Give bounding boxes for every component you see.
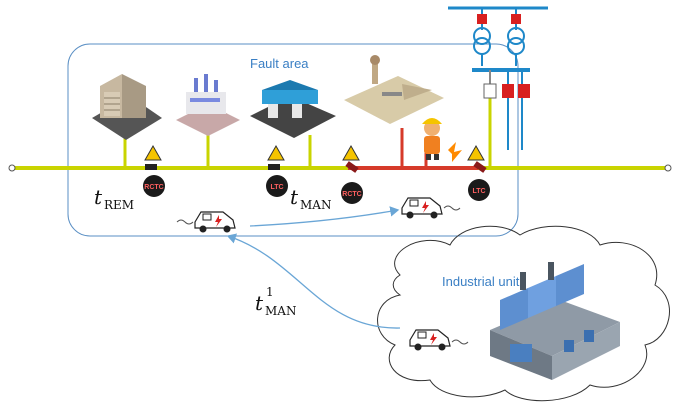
airport-icon — [344, 55, 444, 124]
svg-text:MAN: MAN — [300, 198, 331, 212]
gas-station-icon — [250, 80, 336, 138]
fault-spark-icon — [448, 142, 462, 162]
svg-text:1: 1 — [266, 285, 274, 299]
fault-area-label: Fault area — [250, 56, 309, 71]
svg-text:REM: REM — [104, 198, 134, 212]
car-icon — [401, 197, 461, 219]
badge-ltc-mid: LTC — [266, 175, 288, 197]
building-icon — [92, 74, 162, 140]
svg-text:MAN: MAN — [265, 304, 296, 318]
t-rem-label: t REM — [94, 185, 134, 212]
svg-text:t: t — [290, 185, 299, 209]
svg-text:LTC: LTC — [270, 184, 283, 191]
badge-rctc-right: RCTC — [341, 182, 363, 204]
substation-icon — [448, 6, 548, 30]
car-icon — [409, 329, 469, 351]
car-icon — [176, 211, 236, 233]
factory-icon — [176, 74, 240, 136]
industrial-unit-cloud — [377, 225, 670, 402]
worker-icon — [422, 118, 442, 160]
travel-arrow-from-industrial — [226, 233, 401, 329]
warning-icon — [144, 144, 485, 161]
svg-text:RCTC: RCTC — [342, 191, 361, 198]
industrial-unit-label: Industrial unit — [442, 274, 520, 289]
switch-marker — [145, 161, 487, 173]
travel-arrow-to-fault — [249, 206, 400, 227]
badge-ltc-right: LTC — [468, 179, 490, 201]
t-man-label: t MAN — [290, 185, 331, 212]
svg-text:t: t — [94, 185, 103, 209]
svg-text:RCTC: RCTC — [144, 184, 163, 191]
svg-text:t: t — [255, 291, 264, 315]
substation-busbar — [472, 54, 530, 150]
transformer-icon — [473, 27, 525, 55]
t-man1-label: t 1 MAN — [255, 285, 296, 318]
industrial-factory-icon — [490, 262, 620, 380]
fault-area-box — [67, 43, 519, 237]
svg-text:LTC: LTC — [472, 188, 485, 195]
badge-rctc-left: RCTC — [143, 175, 165, 197]
